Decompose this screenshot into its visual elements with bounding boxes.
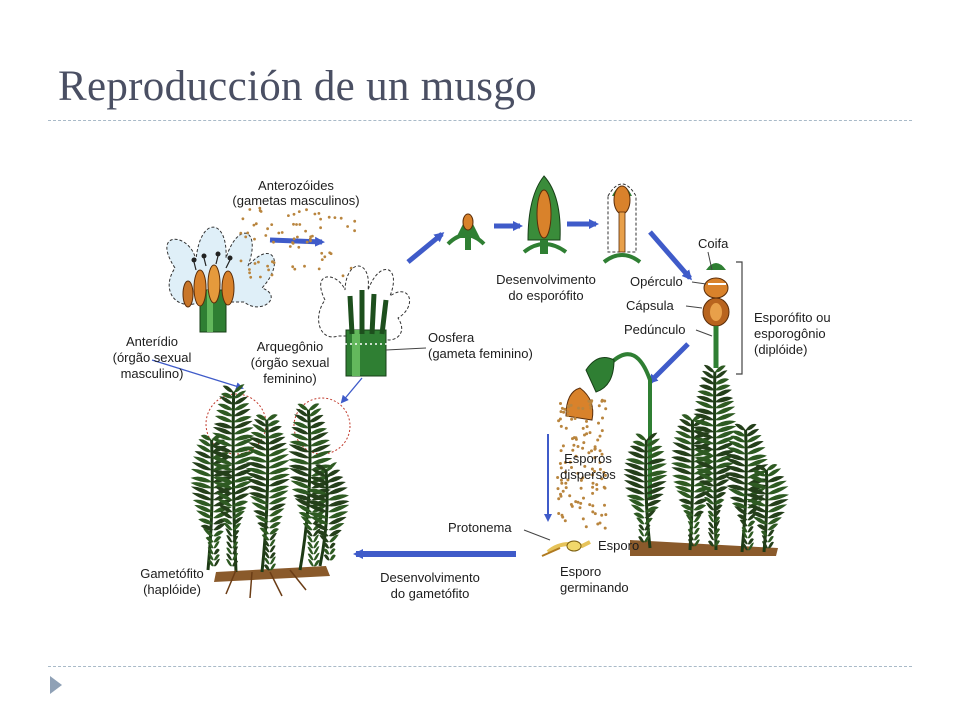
- label-arquegonio: Arquegônio: [257, 339, 324, 354]
- slide-title: Reproducción de un musgo: [58, 63, 537, 110]
- mature-capsule: [702, 263, 730, 368]
- label-desenvolvimento-esporofito-2: do esporófito: [508, 288, 583, 303]
- anterozoides-dots: [239, 206, 357, 279]
- young-sporophyte-stage-2: [522, 175, 568, 254]
- label-anterozoides-sub: (gametas masculinos): [232, 193, 359, 208]
- label-pedunculo: Pedúnculo: [624, 322, 685, 337]
- mature-moss-plants: [565, 352, 789, 556]
- arrow-arquegonio-pointer: [340, 377, 363, 404]
- bullet-arrow-icon: [50, 676, 62, 694]
- label-oosfera: Oosfera: [428, 330, 475, 345]
- antheridium-cluster: [166, 226, 275, 333]
- label-esporos-2: dispersos: [560, 467, 616, 482]
- label-desenvolvimento-gametofito-2: do gametófito: [391, 586, 470, 601]
- title-divider: [48, 120, 912, 121]
- label-esporos-1: Esporos: [564, 451, 612, 466]
- label-arquegonio-sub1: (órgão sexual: [251, 355, 330, 370]
- label-esporofito-1: Esporófito ou: [754, 310, 831, 325]
- arrow-to-mature-capsule: [648, 230, 692, 281]
- label-desenvolvimento-esporofito-1: Desenvolvimento: [496, 272, 596, 287]
- label-desenvolvimento-gametofito-1: Desenvolvimento: [380, 570, 480, 585]
- label-anteridio-sub1: (órgão sexual: [113, 350, 192, 365]
- label-esporofito-3: (diplóide): [754, 342, 807, 357]
- arrow-fertilization-to-zygote: [406, 232, 445, 264]
- label-operculo: Opérculo: [630, 274, 683, 289]
- sporophyte-brace: [736, 261, 743, 375]
- label-anteridio-sub2: masculino): [121, 366, 184, 381]
- cycle-arrows: [151, 219, 692, 559]
- label-oosfera-sub: (gameta feminino): [428, 346, 533, 361]
- arrow-anteridio-pointer: [151, 359, 244, 391]
- label-arquegonio-sub2: feminino): [263, 371, 316, 386]
- label-gametofito-2: (haplóide): [143, 582, 201, 597]
- germinating-spore: [541, 540, 591, 557]
- arrow-capsule-to-spore-release: [647, 342, 690, 385]
- label-esporo-germinando-2: germinando: [560, 580, 629, 595]
- label-leaders: [385, 251, 713, 541]
- label-capsula: Cápsula: [626, 298, 674, 313]
- label-coifa: Coifa: [698, 236, 729, 251]
- label-protonema: Protonema: [448, 520, 512, 535]
- footer-divider: [48, 666, 912, 667]
- young-sporophyte-stage-3: [602, 183, 642, 264]
- label-anterozoides: Anterozóides: [258, 178, 334, 193]
- archegonium-cluster: [318, 265, 410, 377]
- spore-dispersal-dots: [556, 398, 608, 530]
- label-anteridio: Anterídio: [126, 334, 178, 349]
- young-sporophyte-stage-1: [446, 213, 486, 250]
- label-esporo: Esporo: [598, 538, 639, 553]
- arrow-anterozoides-to-archegonium: [269, 236, 325, 247]
- label-esporo-germinando-1: Esporo: [560, 564, 601, 579]
- label-esporofito-2: esporogônio: [754, 326, 826, 341]
- gametophyte-plants: [190, 384, 351, 599]
- diagram-labels: Anterozóides (gametas masculinos) Anterí…: [113, 178, 831, 601]
- label-gametofito-1: Gametófito: [140, 566, 204, 581]
